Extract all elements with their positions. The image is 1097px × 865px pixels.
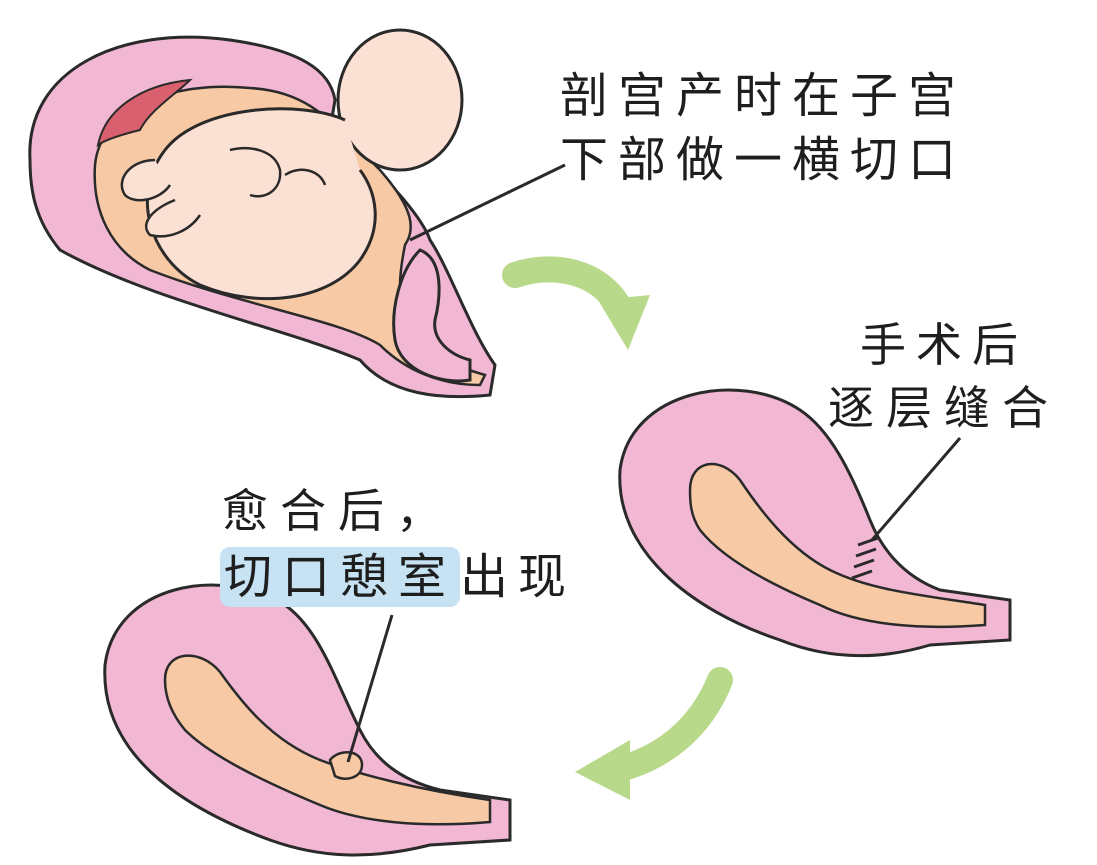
stage-1-pregnant-uterus bbox=[28, 28, 566, 399]
curved-arrow-2 bbox=[575, 667, 733, 800]
niche-highlight: 切口憩室 bbox=[220, 547, 461, 607]
uterus-cavity-3 bbox=[163, 654, 492, 826]
niche-leader-line bbox=[346, 614, 394, 763]
uterine-fold bbox=[392, 248, 472, 383]
curved-arrow-1 bbox=[502, 256, 650, 350]
suture-leader-line bbox=[870, 437, 962, 541]
placenta bbox=[96, 78, 193, 148]
caption-after-surgery-line1: 手术后 bbox=[860, 318, 1028, 372]
caption-healed-line1: 愈合后， bbox=[222, 484, 454, 538]
fetus-figure bbox=[120, 28, 464, 301]
uterus-cavity-2 bbox=[688, 462, 987, 629]
caption-healed-tail: 出现 bbox=[460, 549, 577, 605]
uterus-wall-outer-2 bbox=[618, 388, 1012, 658]
caption-csection-line1: 剖宫产时在子宫 bbox=[560, 68, 967, 124]
incision-leader-line bbox=[409, 163, 566, 242]
caption-csection-line2: 下部做一横切口 bbox=[560, 132, 967, 188]
stage-2-sutured-uterus bbox=[618, 388, 1012, 658]
caption-healed-line2: 切口憩室出现 bbox=[220, 547, 576, 607]
stage-3-healed-uterus bbox=[103, 583, 512, 857]
caption-after-surgery-line2: 逐层缝合 bbox=[828, 381, 1060, 435]
niche-pouch bbox=[328, 751, 364, 780]
